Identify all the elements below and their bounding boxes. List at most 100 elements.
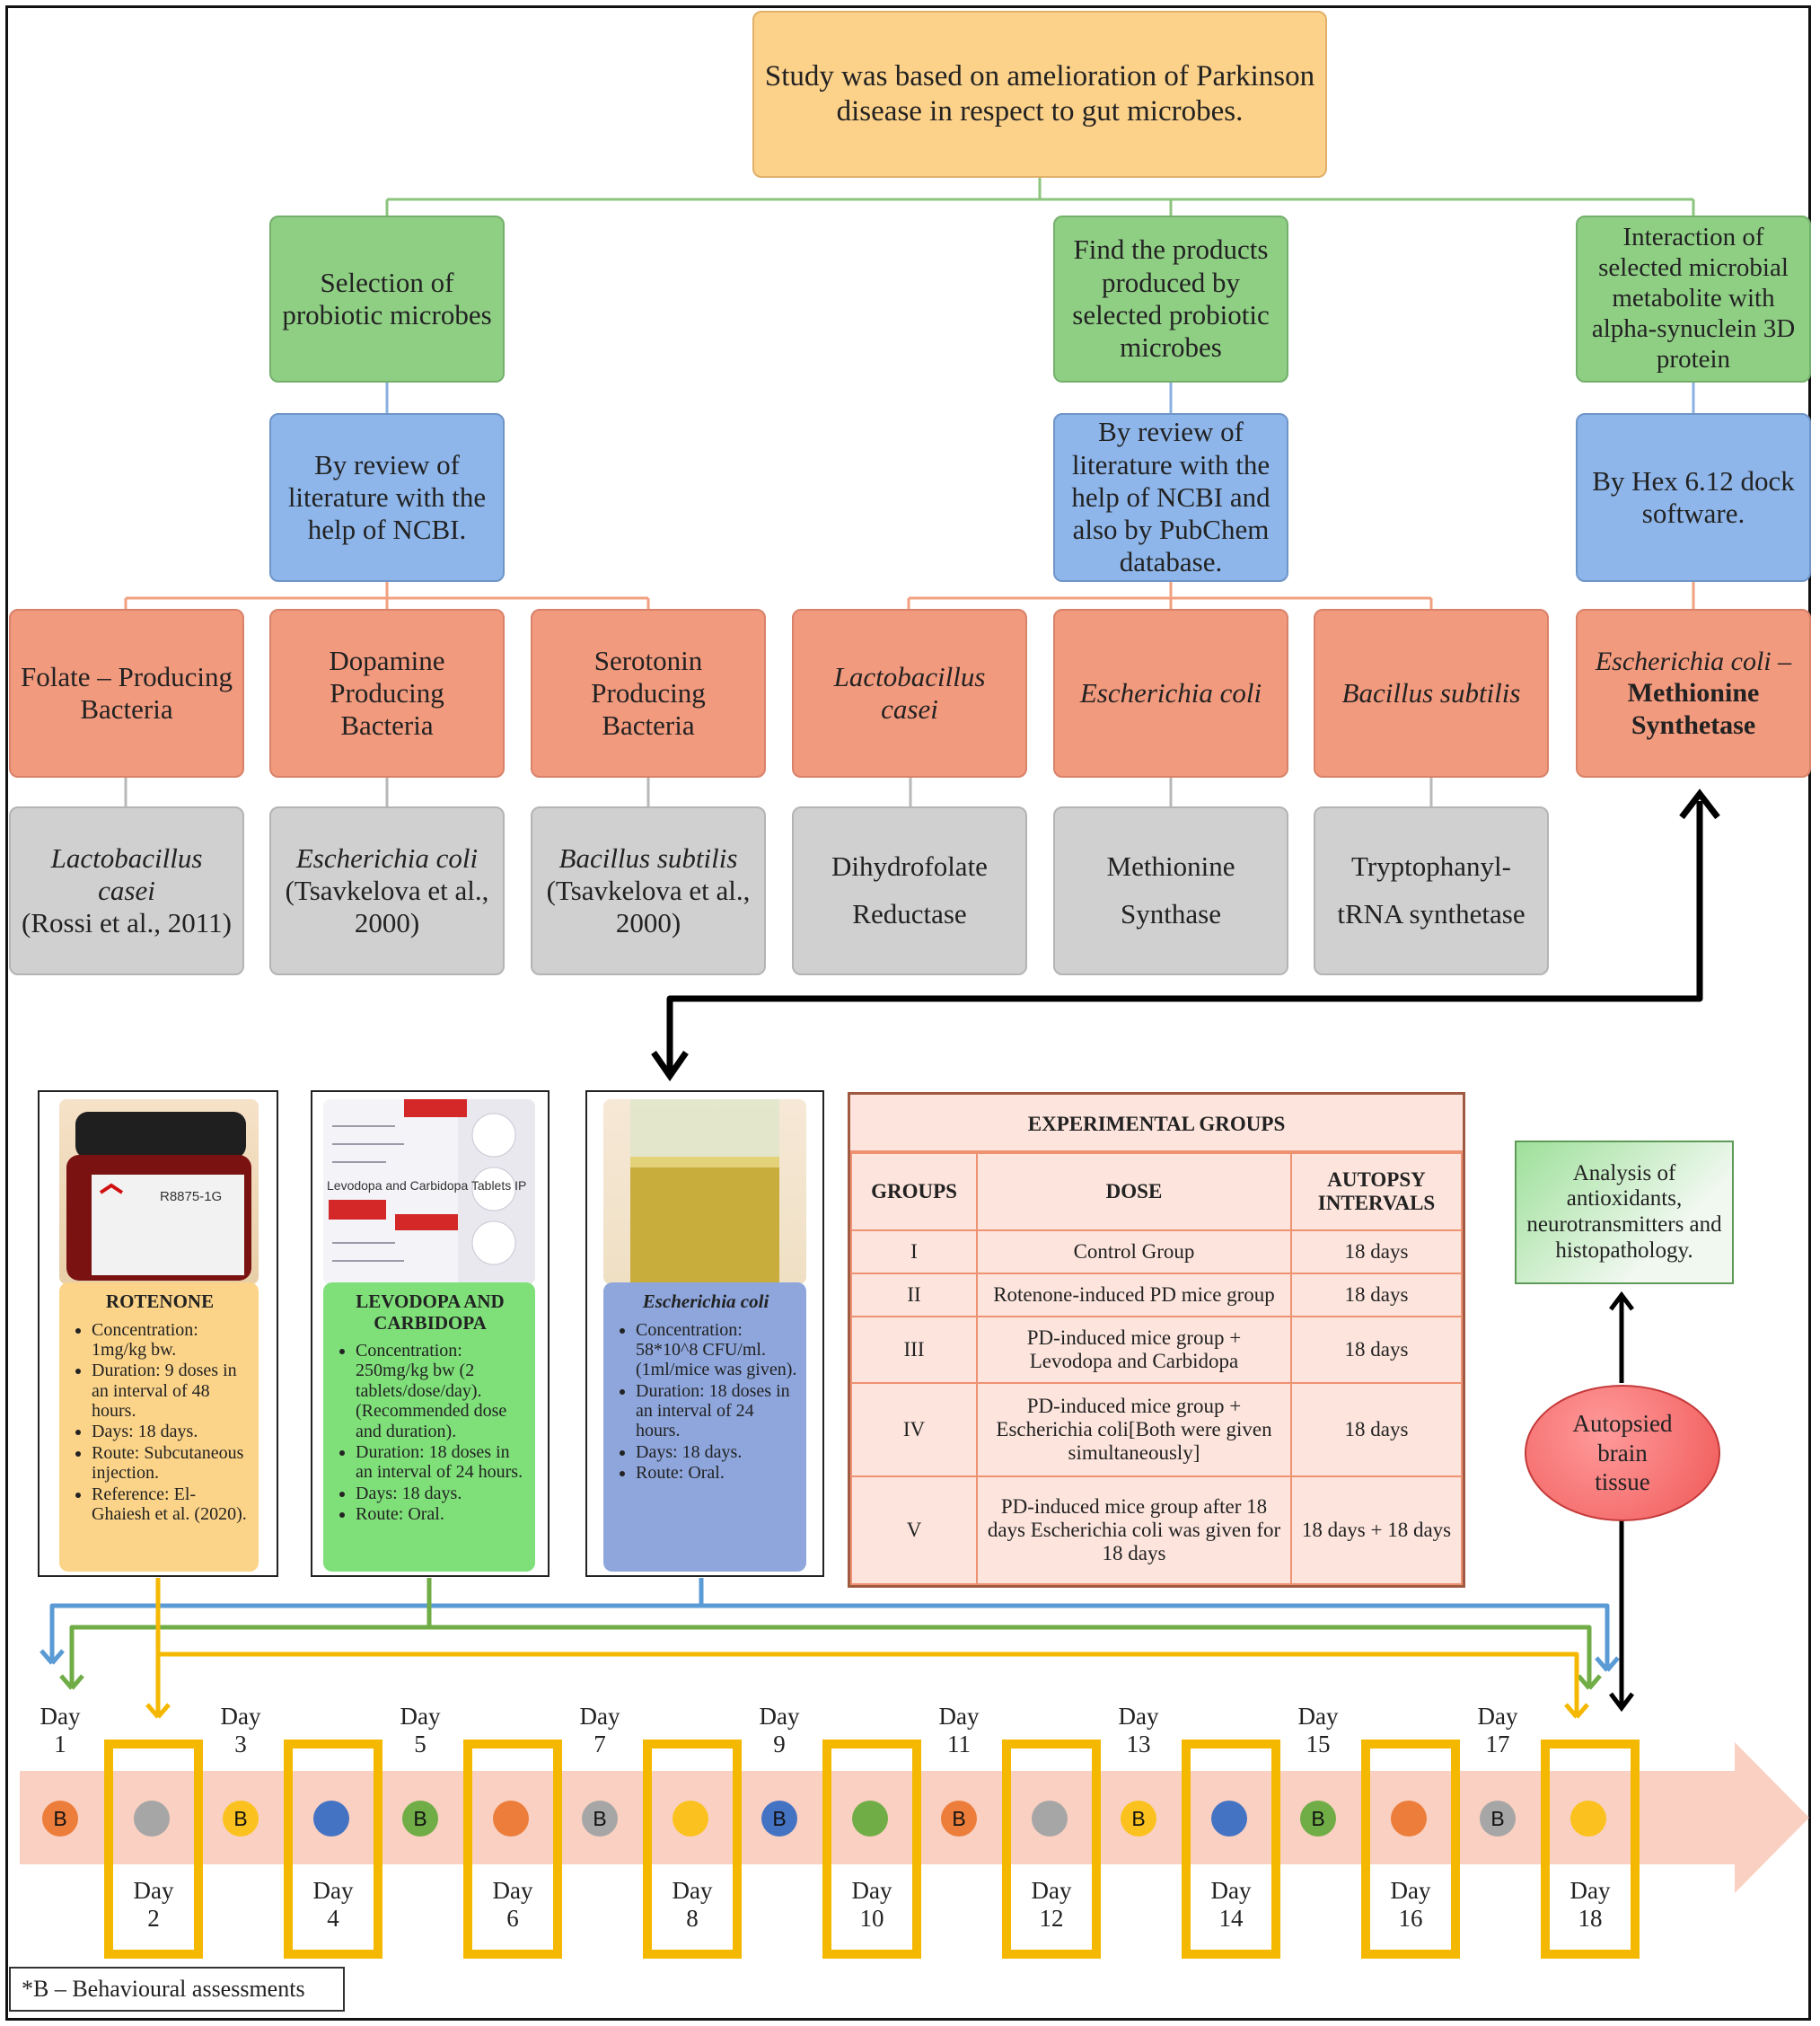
table-row: I Control Group 18 days	[850, 1229, 1463, 1274]
method-line: By review of	[314, 448, 460, 480]
autopsied-line: brain	[1597, 1439, 1648, 1467]
branch-title-line: Interaction of	[1622, 223, 1764, 252]
levodopa-item: Days: 18 days.	[356, 1484, 526, 1503]
category-label: Producing Bacteria	[330, 676, 444, 742]
result-organism: Escherichia coli –	[1595, 647, 1792, 677]
experimental-groups-table: EXPERIMENTAL GROUPS GROUPS DOSE AUTOPSY …	[848, 1092, 1465, 1588]
category-label: Bacillus subtilis	[1341, 676, 1521, 709]
detail-line: (Rossi et al., 2011)	[22, 907, 232, 939]
branch-title-line: probiotic microbes	[282, 299, 492, 330]
branch-title-line: selected microbial	[1598, 253, 1789, 283]
rotenone-card: ROTENONE Concentration: 1mg/kg bw. Durat…	[59, 1282, 259, 1572]
table-header: AUTOPSY INTERVALS	[1290, 1152, 1463, 1231]
table-cell: PD-induced mice group + Levodopa and Car…	[976, 1316, 1292, 1384]
result-enzyme: Synthetase	[1631, 709, 1756, 740]
method-line: literature with the	[287, 480, 487, 513]
method-line: software.	[1641, 498, 1745, 529]
detail-box: Lactobacillus casei(Rossi et al., 2011)	[9, 806, 244, 975]
jar-icon	[66, 1112, 251, 1281]
treatment-dot	[134, 1801, 170, 1837]
branch-title-line: alpha-synuclein 3D	[1591, 313, 1796, 343]
day-frame	[1002, 1740, 1101, 1959]
day-frame	[1541, 1740, 1640, 1959]
category-box: Escherichia coli	[1053, 609, 1288, 778]
levodopa-card: LEVODOPA AND CARBIDOPA Concentration: 25…	[323, 1282, 535, 1572]
day-frame	[284, 1740, 382, 1959]
ecoli-item: Route: Oral.	[636, 1463, 797, 1483]
method-line: database.	[1119, 546, 1223, 578]
table-cell: 18 days	[1290, 1316, 1463, 1384]
day-frame	[1361, 1740, 1460, 1959]
method-line: literature with the	[1071, 448, 1270, 480]
ecoli-title: Escherichia coli	[642, 1290, 769, 1312]
table-header: DOSE	[976, 1152, 1292, 1231]
category-box: Bacillus subtilis	[1314, 609, 1549, 778]
study-aim-box: Study was based on amelioration of Parki…	[752, 11, 1327, 178]
table-cell: I	[850, 1229, 978, 1274]
rotenone-jar-photo: R8875-1G	[59, 1099, 259, 1284]
day-frame	[643, 1740, 742, 1959]
table-row: II Rotenone-induced PD mice group 18 day…	[850, 1273, 1463, 1317]
detail-line: Bacillus subtilis	[558, 841, 738, 874]
flask-icon	[630, 1099, 779, 1284]
legend-box: *B – Behavioural assessments	[9, 1967, 345, 2012]
method-line: help of NCBI.	[307, 514, 467, 546]
category-label: Folate – Producing	[21, 660, 233, 692]
branch-title-line: metabolite with	[1612, 284, 1775, 313]
detail-line: Synthase	[1121, 898, 1221, 929]
day-frame	[1182, 1740, 1280, 1959]
levodopa-pack-photo: Levodopa and Carbidopa Tablets IP	[323, 1099, 535, 1284]
behaviour-marker: B	[1480, 1801, 1516, 1837]
treatment-dot	[1211, 1801, 1247, 1837]
detail-box: Bacillus subtilis(Tsavkelova et al.,2000…	[531, 806, 766, 975]
detail-line: 2000)	[354, 907, 420, 939]
detail-line: Methionine	[1106, 850, 1235, 883]
detail-line: (Tsavkelova et al.,	[546, 874, 751, 906]
pack-label: Levodopa and Carbidopa Tablets IP	[327, 1178, 527, 1193]
method-line: By Hex 6.12 dock	[1592, 464, 1795, 497]
table-cell: 18 days + 18 days	[1290, 1475, 1463, 1585]
rotenone-title: ROTENONE	[105, 1290, 215, 1312]
autopsied-line: tissue	[1595, 1468, 1650, 1496]
levodopa-item: Duration: 18 doses in an interval of 24 …	[356, 1442, 526, 1483]
treatment-dot	[852, 1801, 888, 1837]
behaviour-marker: B	[941, 1801, 977, 1837]
category-label: Dopamine	[329, 644, 445, 676]
figure-frame	[5, 5, 1811, 2021]
levodopa-title: LEVODOPA AND CARBIDOPA	[356, 1290, 505, 1334]
category-label: Lactobacillus casei	[833, 660, 986, 725]
detail-line: tRNA synthetase	[1337, 898, 1525, 929]
table-cell: Rotenone-induced PD mice group	[976, 1273, 1292, 1317]
treatment-dot	[1032, 1801, 1068, 1837]
rotenone-item: Reference: El-Ghaiesh et al. (2020).	[92, 1484, 250, 1525]
detail-line: (Tsavkelova et al.,	[285, 874, 489, 906]
method-line: help of NCBI and	[1071, 480, 1270, 513]
behaviour-marker: B	[582, 1801, 618, 1837]
rotenone-item: Days: 18 days.	[92, 1422, 250, 1441]
method-line: also by PubChem	[1072, 514, 1270, 546]
behaviour-marker: B	[761, 1801, 797, 1837]
levodopa-item: Concentration: 250mg/kg bw (2 tablets/do…	[356, 1341, 526, 1441]
table-row: V PD-induced mice group after 18 days Es…	[850, 1475, 1463, 1585]
treatment-dot	[313, 1801, 349, 1837]
detail-box: Tryptophanyl-tRNA synthetase	[1314, 806, 1549, 975]
day-frame	[822, 1740, 921, 1959]
ecoli-item: Concentration: 58*10^8 CFU/ml.(1ml/mice …	[636, 1320, 797, 1380]
